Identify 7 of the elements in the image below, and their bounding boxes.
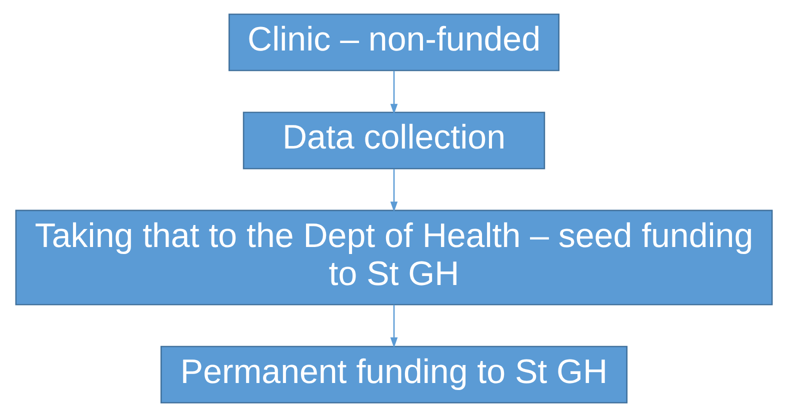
- arrow: [390, 304, 398, 348]
- node-box: Permanent funding to St GH: [160, 345, 628, 403]
- arrow: [390, 70, 398, 114]
- node-box: Taking that to the Dept of Health – seed funding to St GH: [15, 209, 773, 305]
- node-box: Data collection: [242, 111, 546, 169]
- arrow: [390, 168, 398, 212]
- node-box: Clinic – non-funded: [228, 13, 560, 71]
